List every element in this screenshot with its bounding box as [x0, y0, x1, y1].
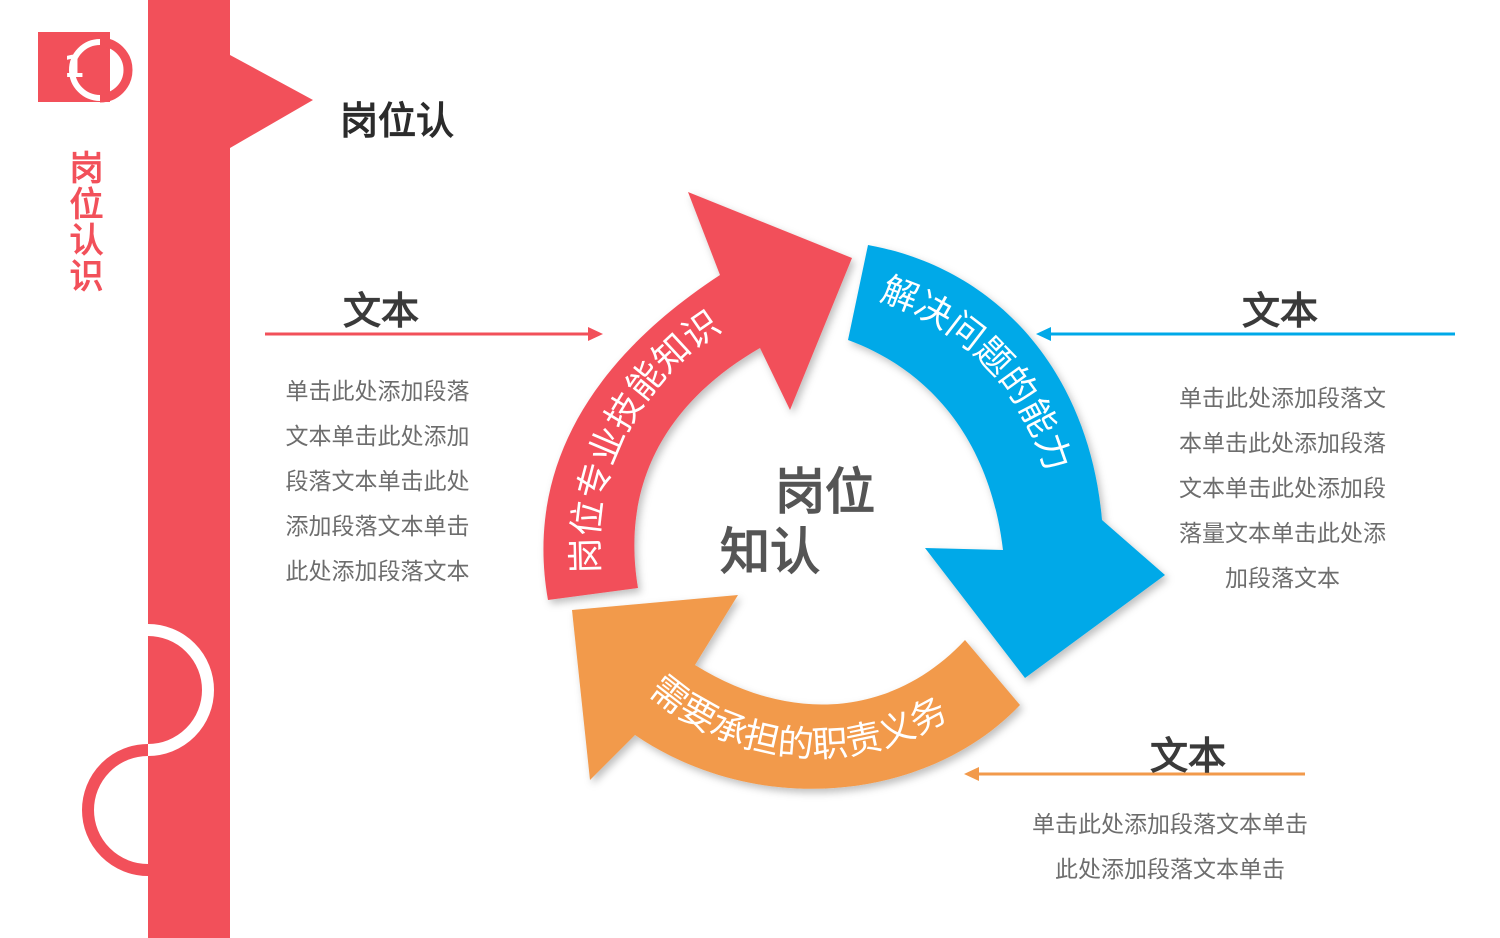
left-text-line: 单击此处添加段落	[285, 379, 470, 405]
center-label-line2: 知认	[720, 523, 820, 581]
bottom-text-line: 单击此处添加段落文本单击	[1032, 812, 1308, 838]
slide-number: 1	[63, 49, 85, 85]
cycle-center-label: 岗位 知认	[700, 462, 900, 582]
bottom-block-heading: 文本	[1150, 734, 1227, 778]
left-text-line: 文本单击此处添加	[285, 424, 470, 450]
section-vertical-title: 岗位认识	[63, 150, 103, 294]
right-text-line: 加段落文本	[1225, 566, 1340, 592]
right-text-line: 落量文本单击此处添	[1179, 521, 1386, 547]
orange-cycle-arrow	[572, 595, 1020, 789]
page-title: 岗位认	[340, 99, 455, 143]
center-label-line1: 岗位	[775, 463, 875, 521]
right-text-line: 本单击此处添加段落	[1179, 431, 1386, 457]
vertical-band	[148, 0, 230, 938]
deco-circle-lower	[82, 744, 149, 876]
left-block-text: 单击此处添加段落 文本单击此处添加 段落文本单击此处 添加段落文本单击 此处添加…	[270, 370, 485, 595]
left-text-line: 段落文本单击此处	[285, 469, 470, 495]
badge-ring	[99, 37, 133, 103]
deco-circle-upper	[147, 624, 214, 756]
left-block-heading: 文本	[343, 289, 420, 333]
bottom-block-text: 单击此处添加段落文本单击 此处添加段落文本单击	[1010, 803, 1330, 893]
bottom-text-line: 此处添加段落文本单击	[1055, 857, 1285, 883]
right-block-heading: 文本	[1242, 289, 1319, 333]
left-text-line: 此处添加段落文本	[285, 559, 470, 585]
right-block-text: 单击此处添加段落文 本单击此处添加段落 文本单击此处添加段 落量文本单击此处添 …	[1160, 377, 1405, 602]
title-flag	[230, 55, 313, 148]
red-cycle-arrow	[543, 192, 852, 600]
right-text-line: 单击此处添加段落文	[1179, 386, 1386, 412]
left-text-line: 添加段落文本单击	[285, 514, 470, 540]
blue-cycle-arrow	[848, 245, 1165, 678]
right-text-line: 文本单击此处添加段	[1179, 476, 1386, 502]
